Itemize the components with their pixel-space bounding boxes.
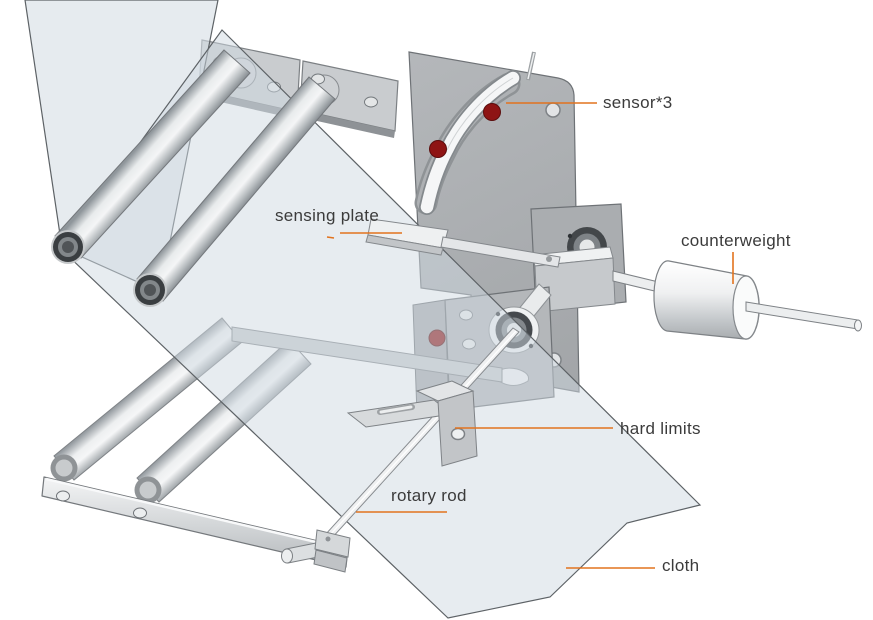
sensor-dot-2	[429, 140, 447, 158]
label-hard-limits: hard limits	[620, 419, 701, 438]
rod-clamp-lower	[313, 549, 348, 573]
leader-sensing-plate-tick	[326, 236, 335, 239]
sensing-plate-part	[365, 218, 561, 268]
hard-limits-bracket	[346, 380, 478, 467]
label-rotary-rod: rotary rod	[391, 486, 467, 505]
label-counterweight: counterweight	[681, 231, 791, 250]
counterweight-assembly	[612, 260, 862, 340]
upper-rollers	[51, 49, 336, 307]
rod-clamp-upper	[314, 529, 351, 558]
label-sensing-plate: sensing plate	[275, 206, 380, 225]
counterweight-rod	[745, 301, 859, 330]
rail-hole	[56, 490, 70, 502]
label-sensor: sensor*3	[603, 93, 673, 112]
plate-hole	[545, 102, 561, 118]
label-cloth: cloth	[662, 556, 700, 575]
upper-roller-1	[54, 49, 251, 259]
bolt-hole	[364, 96, 378, 108]
rail-hole	[133, 507, 147, 519]
sensor-dot-1	[483, 103, 501, 121]
upper-roller-2	[136, 76, 336, 302]
slot-hole	[379, 405, 413, 414]
bracket-hole	[450, 427, 466, 441]
rotary-rod-assembly	[281, 327, 520, 573]
leader-lines	[326, 102, 734, 569]
